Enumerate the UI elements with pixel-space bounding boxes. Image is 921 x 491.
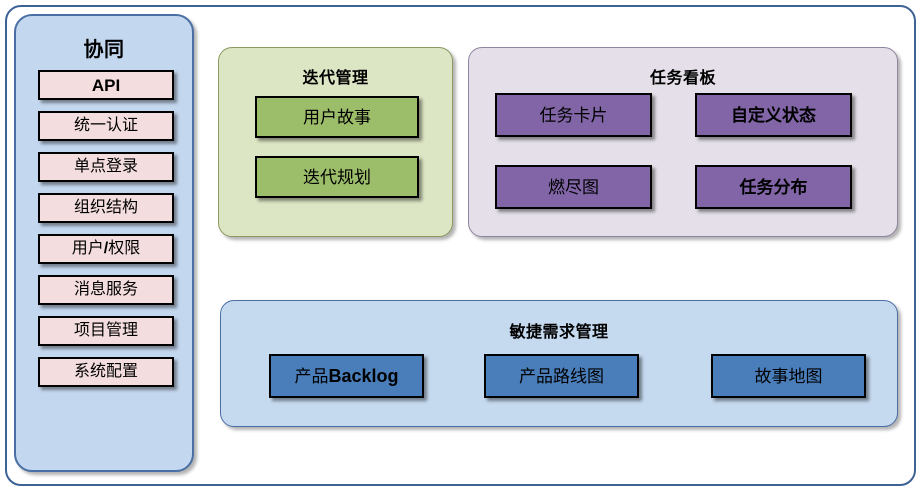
- sidebar-title: 协同: [83, 39, 125, 61]
- agile-item-story-map[interactable]: 故事地图: [711, 354, 866, 398]
- sidebar-item-message-service[interactable]: 消息服务: [38, 275, 174, 305]
- sidebar-item-project-management[interactable]: 项目管理: [38, 316, 174, 346]
- agile-item-product-backlog-head: 产品: [294, 366, 329, 386]
- sidebar-item-system-config[interactable]: 系统配置: [38, 357, 174, 387]
- sidebar-item-user-permission-slash: /: [103, 240, 109, 257]
- agile-item-product-roadmap[interactable]: 产品路线图: [484, 354, 639, 398]
- sidebar-item-user-permission[interactable]: 用户/权限: [38, 234, 174, 264]
- task-board-item-task-distribution[interactable]: 任务分布: [695, 165, 852, 209]
- task-board-item-burndown-chart[interactable]: 燃尽图: [495, 165, 652, 209]
- sidebar-item-unified-auth[interactable]: 统一认证: [38, 111, 174, 141]
- agile-requirement-title: 敏捷需求管理: [509, 324, 609, 341]
- iteration-item-iteration-planning[interactable]: 迭代规划: [255, 156, 419, 198]
- iteration-management-panel: 迭代管理 用户故事 迭代规划: [218, 47, 453, 237]
- sidebar-item-org-structure[interactable]: 组织结构: [38, 193, 174, 223]
- sidebar-item-api[interactable]: API: [38, 70, 174, 100]
- task-board-panel: 任务看板 任务卡片 自定义状态 燃尽图 任务分布: [468, 47, 898, 237]
- agile-item-product-backlog-tail: Backlog: [328, 366, 399, 386]
- sidebar-item-sso[interactable]: 单点登录: [38, 152, 174, 182]
- sidebar-item-list: API 统一认证 单点登录 组织结构 用户/权限 消息服务 项目管理 系统配置: [38, 70, 174, 398]
- sidebar-item-user-permission-head: 用户: [71, 240, 104, 257]
- sidebar-panel: 协同 API 统一认证 单点登录 组织结构 用户/权限 消息服务 项目管理 系统…: [14, 14, 194, 472]
- iteration-item-user-story[interactable]: 用户故事: [255, 96, 419, 138]
- outer-frame: [5, 5, 916, 486]
- task-board-title: 任务看板: [649, 70, 716, 87]
- task-board-item-custom-status[interactable]: 自定义状态: [695, 93, 852, 137]
- task-board-item-task-card[interactable]: 任务卡片: [495, 93, 652, 137]
- iteration-management-title: 迭代管理: [302, 70, 369, 87]
- sidebar-item-user-permission-tail: 权限: [108, 240, 141, 257]
